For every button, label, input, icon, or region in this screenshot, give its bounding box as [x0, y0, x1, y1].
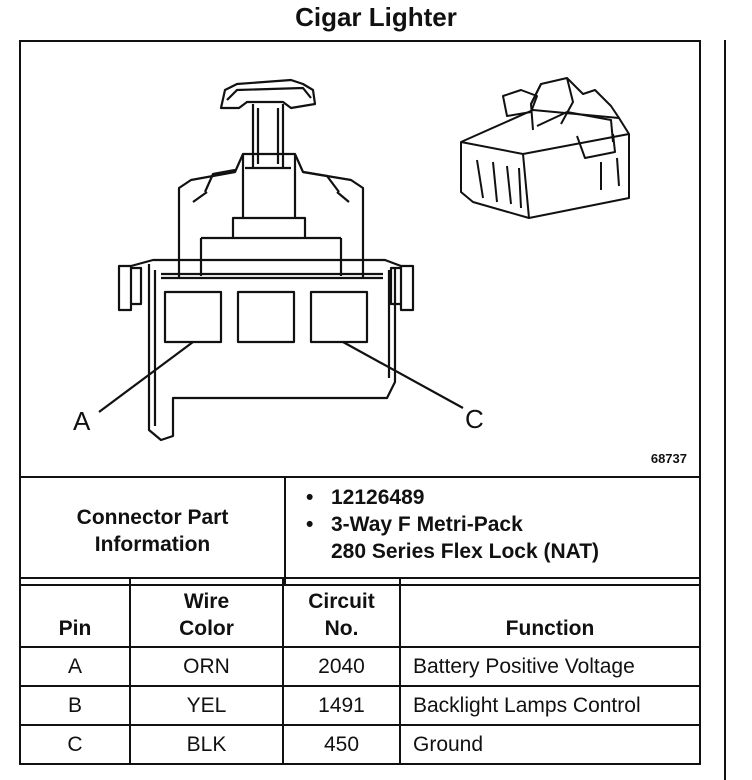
bullet-icon: •: [306, 486, 314, 509]
pin-table-header: Pin Wire Color Circuit No. Function: [19, 577, 701, 648]
wire-color-cell: BLK: [129, 724, 284, 765]
pin-cell: C: [19, 724, 131, 765]
table-row: C BLK 450 Ground: [19, 724, 701, 765]
circuit-cell: 2040: [282, 646, 401, 687]
function-cell: Backlight Lamps Control: [399, 685, 701, 726]
header-circuit: Circuit No.: [282, 577, 401, 648]
function-cell: Battery Positive Voltage: [399, 646, 701, 687]
callout-c: C: [465, 404, 484, 434]
connector-info-table: Connector Part Information • 12126489 • …: [19, 476, 701, 586]
wire-color-cell: YEL: [129, 685, 284, 726]
connector-info-label-line1: Connector Part: [76, 506, 229, 529]
page-right-border: [724, 40, 726, 780]
connector-info-details: • 12126489 • 3-Way F Metri-Pack 280 Seri…: [284, 476, 701, 586]
header-function: Function: [399, 577, 701, 648]
connector-diagram: A C 68737: [19, 40, 701, 478]
connector-description-line1: 3-Way F Metri-Pack: [331, 513, 523, 536]
wire-color-cell: ORN: [129, 646, 284, 687]
pin-cell: B: [19, 685, 131, 726]
figure-number: 68737: [650, 451, 687, 466]
circuit-cell: 1491: [282, 685, 401, 726]
header-pin: Pin: [19, 577, 131, 648]
header-wire-color: Wire Color: [129, 577, 284, 648]
function-cell: Ground: [399, 724, 701, 765]
table-row: B YEL 1491 Backlight Lamps Control: [19, 685, 701, 726]
connector-info-label: Connector Part Information: [19, 476, 286, 586]
connector-drawing: [98, 77, 630, 442]
pin-cell: A: [19, 646, 131, 687]
connector-info-label-line2: Information: [94, 533, 211, 556]
connector-description-row: • 3-Way F Metri-Pack: [306, 511, 699, 538]
diagram-title: Cigar Lighter: [295, 2, 457, 32]
connector-description-line2: 280 Series Flex Lock (NAT): [331, 540, 600, 563]
table-row: A ORN 2040 Battery Positive Voltage: [19, 646, 701, 687]
callout-a: A: [73, 406, 91, 436]
part-number-row: • 12126489: [306, 484, 699, 511]
circuit-cell: 450: [282, 724, 401, 765]
part-number: 12126489: [331, 486, 425, 509]
pin-table: Pin Wire Color Circuit No. Function A OR…: [19, 577, 701, 765]
bullet-icon: •: [306, 513, 314, 536]
